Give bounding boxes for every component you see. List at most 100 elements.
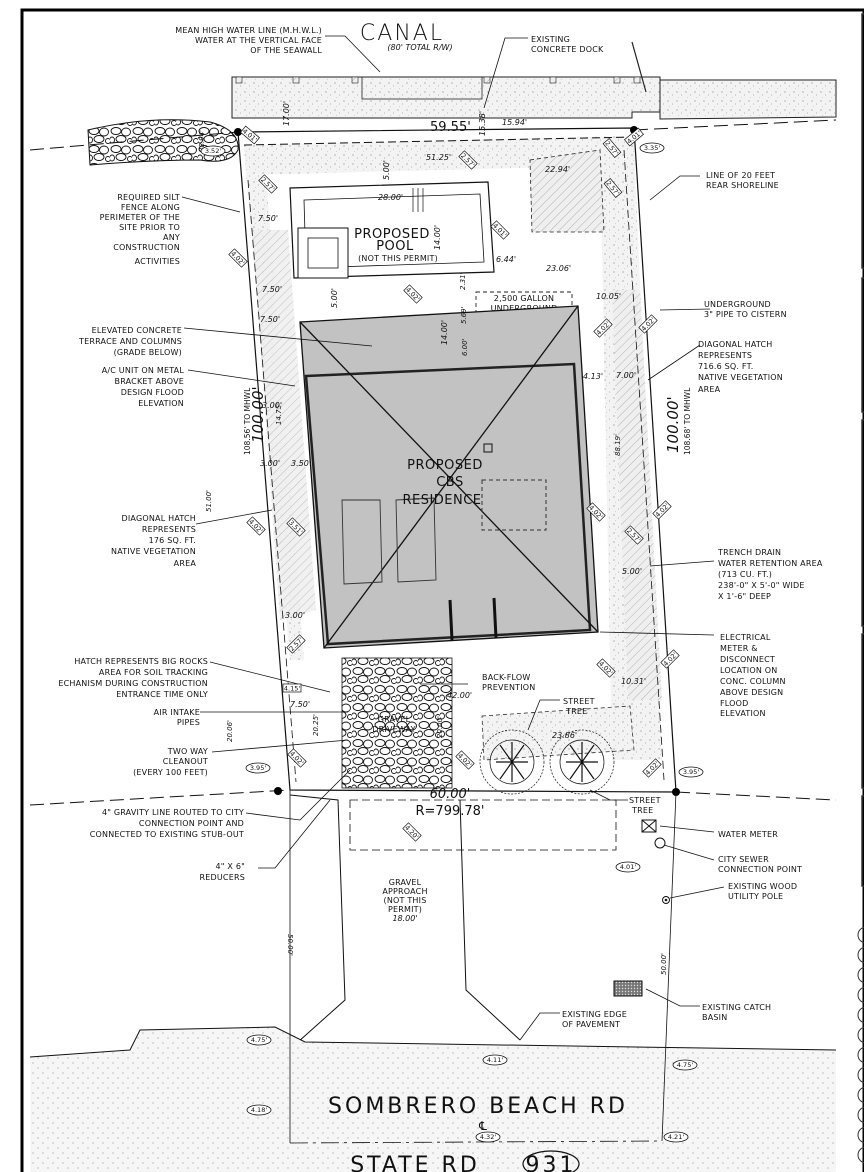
svg-text:7.50': 7.50'	[258, 214, 278, 223]
svg-text:20.00': 20.00'	[436, 716, 444, 738]
tag-elevations: 4.01' 2.57' 2.57' 4.01' 4.01' 4.02' 4.02…	[228, 125, 680, 842]
sheet-border	[20, 8, 864, 1172]
svg-text:4.18': 4.18'	[251, 1106, 267, 1114]
svg-text:ELECTRICAL: ELECTRICAL	[720, 633, 771, 642]
svg-text:17.00': 17.00'	[282, 101, 291, 126]
svg-text:NATIVE VEGETATION: NATIVE VEGETATION	[698, 373, 783, 382]
svg-text:7.50': 7.50'	[260, 315, 280, 324]
svg-text:238'-0" X 5'-0" WIDE: 238'-0" X 5'-0" WIDE	[718, 581, 805, 590]
svg-text:3.35': 3.35'	[644, 144, 660, 152]
svg-text:ECHANISM DURING CONSTRUCTION: ECHANISM DURING CONSTRUCTION	[58, 679, 208, 688]
svg-text:100.00': 100.00'	[664, 396, 682, 453]
svg-text:15.38': 15.38'	[478, 111, 487, 136]
spot-elevation: 4.75'	[672, 1059, 698, 1071]
residence-line3: RESIDENCE	[402, 493, 481, 508]
svg-text:LOCATION ON: LOCATION ON	[720, 666, 777, 675]
svg-text:CONNECTION POINT AND: CONNECTION POINT AND	[139, 819, 244, 828]
svg-text:DRIVEWAY: DRIVEWAY	[372, 725, 415, 734]
svg-text:CONSTRUCTION: CONSTRUCTION	[113, 243, 180, 252]
gravel-driveway: GRAVEL DRIVEWAY	[341, 657, 453, 789]
route-shield	[522, 1150, 580, 1172]
svg-text:AIR INTAKE: AIR INTAKE	[154, 708, 200, 717]
svg-text:7.00': 7.00'	[616, 371, 636, 380]
svg-text:REQUIRED SILT: REQUIRED SILT	[117, 193, 180, 202]
svg-text:EXISTING WOOD: EXISTING WOOD	[728, 882, 797, 891]
svg-text:CONCRETE DOCK: CONCRETE DOCK	[531, 45, 604, 54]
svg-text:TWO WAY: TWO WAY	[167, 747, 208, 756]
svg-text:AREA FOR SOIL TRACKING: AREA FOR SOIL TRACKING	[99, 668, 208, 677]
svg-text:6.00': 6.00'	[461, 338, 469, 356]
svg-text:4.32': 4.32'	[480, 1133, 496, 1141]
spot-elevation: 4.32'	[475, 1131, 501, 1143]
callouts-left: MEAN HIGH WATER LINE (M.H.W.L.) WATER AT…	[58, 26, 322, 882]
proposed-pool: PROPOSED POOL (NOT THIS PERMIT)	[289, 181, 495, 279]
svg-text:7.50': 7.50'	[290, 700, 310, 709]
svg-text:CONNECTION POINT: CONNECTION POINT	[718, 865, 802, 874]
spot-elevation: 3.95'	[678, 766, 704, 778]
svg-text:FLOOD: FLOOD	[720, 699, 749, 708]
svg-text:REPRESENTS: REPRESENTS	[698, 351, 752, 360]
svg-text:OF PAVEMENT: OF PAVEMENT	[562, 1020, 620, 1029]
legend-circles	[857, 926, 864, 1164]
spot-elevation: 4.11'	[482, 1054, 508, 1066]
svg-text:10.31': 10.31'	[621, 677, 646, 686]
leader-lines	[181, 35, 725, 1041]
svg-text:5.00': 5.00'	[622, 567, 642, 576]
svg-text:3.00': 3.00'	[285, 611, 305, 620]
svg-text:3.95': 3.95'	[250, 764, 266, 772]
svg-text:20.06': 20.06'	[226, 720, 234, 742]
svg-text:AREA: AREA	[698, 385, 721, 394]
state-road-label: STATE RD	[350, 1153, 480, 1172]
svg-text:TREE: TREE	[631, 806, 653, 815]
svg-text:6.44': 6.44'	[496, 255, 516, 264]
svg-text:EXISTING: EXISTING	[531, 35, 570, 44]
native-veg-right	[612, 290, 662, 700]
svg-text:SITE PRIOR TO: SITE PRIOR TO	[119, 223, 180, 232]
svg-text:CONNECTED TO EXISTING STUB-OUT: CONNECTED TO EXISTING STUB-OUT	[90, 830, 244, 839]
svg-text:4.13': 4.13'	[583, 372, 603, 381]
svg-text:GRAVEL: GRAVEL	[389, 878, 422, 887]
svg-text:716.6 SQ. FT.: 716.6 SQ. FT.	[698, 362, 753, 371]
svg-text:UTILITY POLE: UTILITY POLE	[728, 892, 783, 901]
svg-text:3.52': 3.52'	[205, 147, 221, 155]
svg-text:BRACKET ABOVE: BRACKET ABOVE	[115, 377, 184, 386]
svg-text:ELEVATED CONCRETE: ELEVATED CONCRETE	[92, 326, 182, 335]
svg-text:(EVERY 100 FEET): (EVERY 100 FEET)	[133, 768, 208, 777]
svg-text:4" GRAVITY LINE ROUTED TO CITY: 4" GRAVITY LINE ROUTED TO CITY	[102, 808, 244, 817]
svg-text:108.68' TO MHWL: 108.68' TO MHWL	[683, 387, 692, 455]
edge-of-pavement	[29, 1026, 837, 1058]
svg-text:CONC. COLUMN: CONC. COLUMN	[720, 677, 786, 686]
svg-text:28.94': 28.94'	[198, 130, 206, 152]
svg-text:DISCONNECT: DISCONNECT	[720, 655, 775, 664]
native-veg-left	[252, 230, 316, 620]
svg-text:EXISTING CATCH: EXISTING CATCH	[702, 1003, 771, 1012]
svg-text:(NOT THIS: (NOT THIS	[384, 896, 427, 905]
dimensions: 59.55' 60.00' R=799.78' 15.94' 51.25' 22…	[198, 101, 692, 975]
svg-text:NATIVE VEGETATION: NATIVE VEGETATION	[111, 547, 196, 556]
svg-text:3.95': 3.95'	[683, 768, 699, 776]
svg-text:BACK-FLOW: BACK-FLOW	[482, 673, 530, 682]
svg-text:42.00': 42.00'	[447, 691, 472, 700]
svg-text:4.21': 4.21'	[668, 1133, 684, 1141]
svg-text:(GRADE BELOW): (GRADE BELOW)	[114, 348, 182, 357]
svg-text:5.69': 5.69'	[460, 306, 468, 324]
svg-text:60.00': 60.00'	[430, 787, 471, 802]
svg-text:3.00': 3.00'	[262, 401, 282, 410]
svg-text:PERMIT): PERMIT)	[388, 905, 422, 914]
svg-text:APPROACH: APPROACH	[382, 887, 427, 896]
canal-subtitle: (80' TOTAL R/W)	[387, 43, 452, 52]
svg-text:14.75': 14.75'	[275, 403, 283, 425]
svg-text:X 1'-6" DEEP: X 1'-6" DEEP	[718, 592, 771, 601]
svg-text:GRAVEL: GRAVEL	[378, 715, 411, 724]
svg-text:PERIMETER OF THE: PERIMETER OF THE	[100, 213, 180, 222]
hatched-rear-area	[529, 149, 605, 233]
utility-pole-icon	[662, 896, 670, 904]
street-trees	[479, 729, 615, 795]
svg-text:3" PIPE TO CISTERN: 3" PIPE TO CISTERN	[704, 310, 787, 319]
svg-text:A/C UNIT ON METAL: A/C UNIT ON METAL	[102, 366, 185, 375]
svg-text:FENCE ALONG: FENCE ALONG	[121, 203, 180, 212]
title-block-frames	[861, 13, 864, 887]
svg-text:ELEVATION: ELEVATION	[138, 399, 184, 408]
svg-text:LINE OF 20 FEET: LINE OF 20 FEET	[706, 171, 775, 180]
